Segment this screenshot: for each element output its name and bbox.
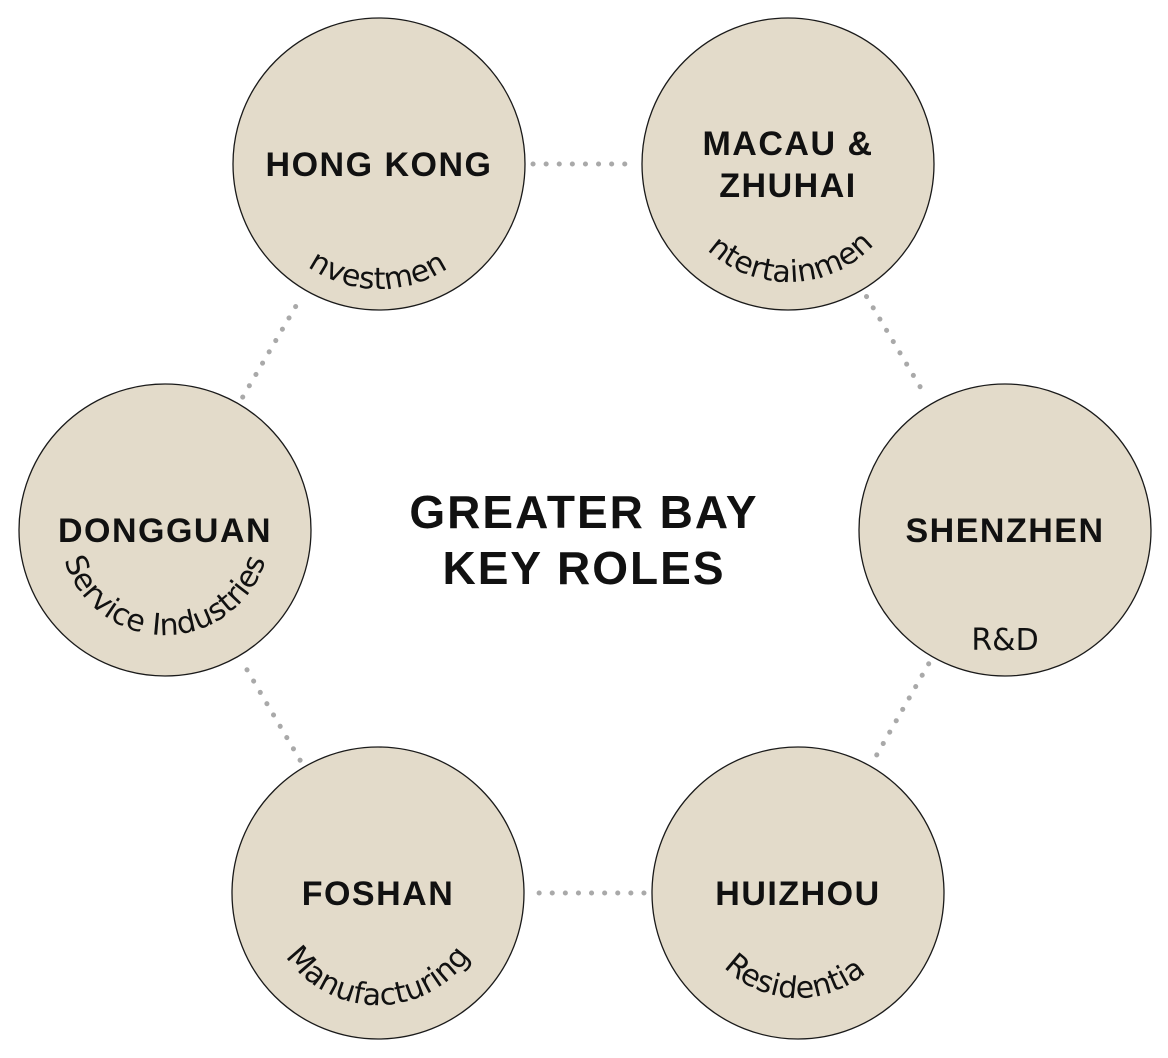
- city-name-line: HONG KONG: [266, 146, 493, 184]
- node-shenzhen: SHENZHEN R&D: [858, 383, 1152, 677]
- connector-macau-zhuhai-shenzhen: [864, 294, 929, 400]
- connectors-layer: [240, 161, 932, 896]
- node-circle: [231, 746, 525, 1040]
- city-name-line: DONGGUAN: [58, 512, 272, 550]
- connector-shenzhen-huizhou: [871, 661, 932, 762]
- title-line-2: KEY ROLES: [443, 542, 726, 594]
- title-line-1: GREATER BAY: [409, 486, 758, 538]
- node-circle: [651, 746, 945, 1040]
- node-circle: [232, 17, 526, 311]
- node-circle: [641, 17, 935, 311]
- role-label: R&D: [971, 623, 1038, 658]
- city-name-line: ZHUHAI: [719, 167, 856, 205]
- connector-foshan-dongguan: [240, 660, 303, 763]
- connector-dongguan-hong-kong: [240, 294, 304, 400]
- city-name-line: MACAU &: [702, 125, 873, 163]
- node-hong-kong: HONG KONGInvestment: [0, 0, 526, 311]
- city-name-line: SHENZHEN: [905, 512, 1104, 550]
- city-name-line: HUIZHOU: [715, 875, 880, 913]
- city-name-line: FOSHAN: [302, 875, 455, 913]
- node-circle: [858, 383, 1152, 677]
- node-circle: [18, 383, 312, 677]
